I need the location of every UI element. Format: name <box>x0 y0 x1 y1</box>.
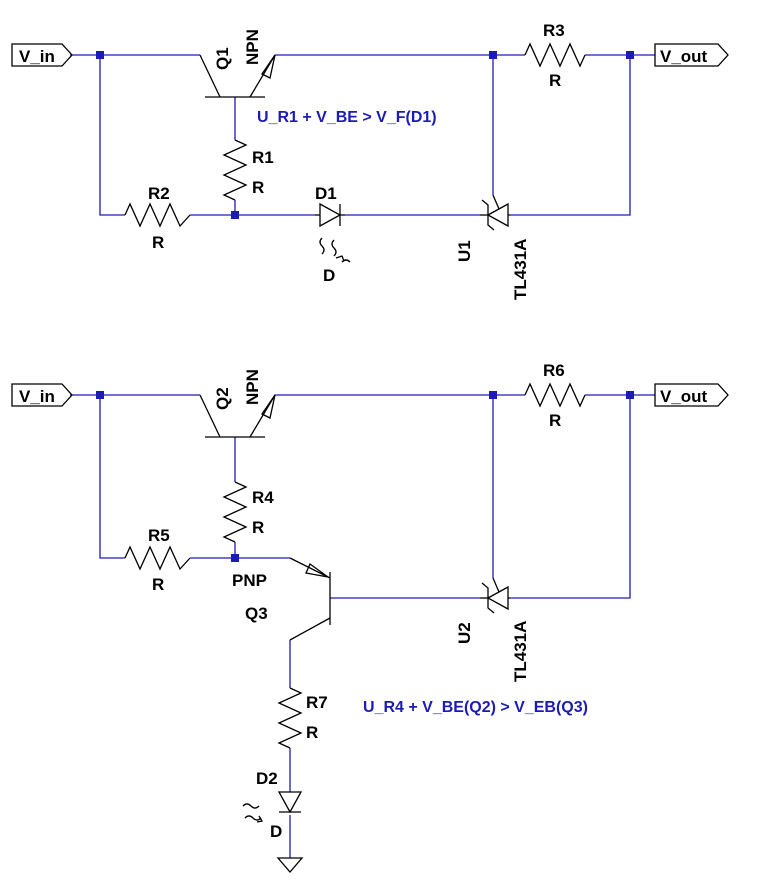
r1-value-label: R <box>252 178 264 197</box>
u1-ref-label: U1 <box>455 240 474 262</box>
q1-npn-transistor: Q1 NPN <box>199 29 276 98</box>
junction-node <box>231 211 239 219</box>
r3-ref-label: R3 <box>543 21 565 40</box>
junction-node <box>626 391 634 399</box>
d1-value-label: D <box>323 266 335 285</box>
r5-ref-label: R5 <box>148 526 170 545</box>
r6-value-label: R <box>549 411 561 430</box>
q2-type-label: NPN <box>243 369 262 405</box>
circuit-2: V_in V_out Q2 NPN R4 R R5 R <box>11 361 729 873</box>
q3-type-label: PNP <box>232 571 267 590</box>
r6-resistor: R6 R <box>524 361 586 430</box>
r7-ref-label: R7 <box>306 693 328 712</box>
q3-ref-label: Q3 <box>245 604 268 623</box>
d2-led: D2 D <box>242 769 303 841</box>
vin-port-label: V_in <box>19 387 55 406</box>
light-emission-icon <box>319 237 325 255</box>
junction-node <box>231 554 239 562</box>
q1-ref-label: Q1 <box>213 47 232 70</box>
r7-resistor: R7 R <box>277 687 328 749</box>
vout-port-label: V_out <box>660 47 708 66</box>
d2-ref-label: D2 <box>256 769 278 788</box>
circuit-1-wires <box>70 54 655 216</box>
junction-node <box>96 51 104 59</box>
condition-note-1: U_R1 + V_BE > V_F(D1) <box>257 109 437 126</box>
junction-node <box>96 391 104 399</box>
light-emission-icon <box>242 803 260 809</box>
q2-npn-transistor: Q2 NPN <box>199 369 276 438</box>
q1-type-label: NPN <box>243 29 262 65</box>
vout-port-1: V_out <box>654 43 729 67</box>
vin-port-1: V_in <box>11 43 73 67</box>
junction-node <box>489 391 497 399</box>
circuit-2-wires <box>70 394 655 858</box>
d2-value-label: D <box>270 822 282 841</box>
r1-ref-label: R1 <box>252 148 274 167</box>
d1-led: D1 D <box>315 184 351 285</box>
r5-resistor: R5 R <box>124 526 191 594</box>
r4-resistor: R4 R <box>222 481 274 543</box>
vin-port-label: V_in <box>19 47 55 66</box>
condition-note-2: U_R4 + V_BE(Q2) > V_EB(Q3) <box>363 699 588 716</box>
r4-ref-label: R4 <box>252 488 274 507</box>
u1-part-label: TL431A <box>511 239 530 300</box>
vout-port-label: V_out <box>660 387 708 406</box>
r1-resistor: R1 R <box>222 139 274 201</box>
r2-resistor: R2 R <box>124 184 191 252</box>
u2-part-label: TL431A <box>511 621 530 682</box>
vin-port-2: V_in <box>11 383 73 407</box>
junction-node <box>489 51 497 59</box>
u2-tl431a-shunt-regulator: U2 TL431A <box>455 577 530 682</box>
junction-node <box>626 51 634 59</box>
u2-ref-label: U2 <box>455 622 474 644</box>
u1-tl431a-shunt-regulator: U1 TL431A <box>455 194 530 300</box>
ground-icon <box>276 857 304 873</box>
r2-value-label: R <box>152 233 164 252</box>
q2-ref-label: Q2 <box>213 387 232 410</box>
r4-value-label: R <box>252 518 264 537</box>
r6-ref-label: R6 <box>543 361 565 380</box>
r3-value-label: R <box>549 71 561 90</box>
q3-pnp-transistor: PNP Q3 <box>232 557 331 641</box>
r5-value-label: R <box>152 575 164 594</box>
r2-ref-label: R2 <box>148 184 170 203</box>
d1-ref-label: D1 <box>315 184 337 203</box>
r3-resistor: R3 R <box>524 21 586 90</box>
circuit-1: V_in V_out Q1 NPN R1 R R2 R <box>11 21 729 300</box>
vout-port-2: V_out <box>654 383 729 407</box>
r7-value-label: R <box>306 723 318 742</box>
